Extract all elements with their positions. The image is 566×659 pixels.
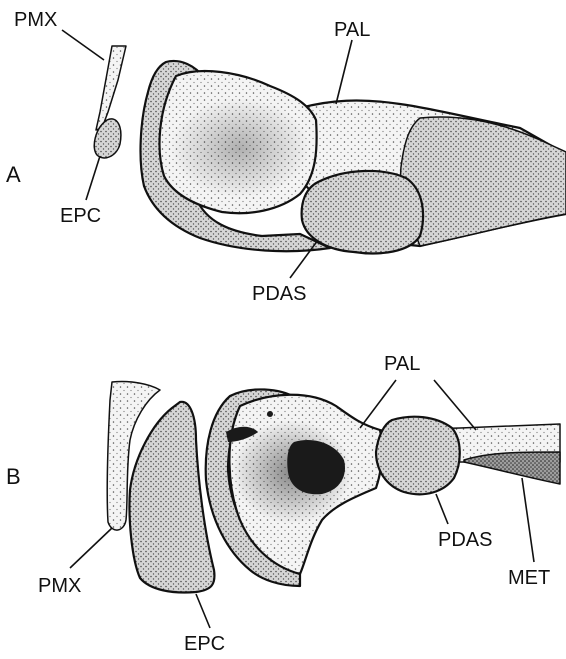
label-pmx-b: PMX — [38, 575, 81, 597]
leader-pdas-b — [436, 494, 448, 524]
label-pmx-a: PMX — [14, 9, 57, 31]
leader-pmx-b — [70, 528, 112, 568]
panel-a-letter: A — [6, 162, 21, 187]
panel-b-letter: B — [6, 464, 21, 489]
pdas-bone-b — [376, 417, 460, 495]
label-pdas-b: PDAS — [438, 529, 492, 551]
leader-met-b — [522, 478, 534, 562]
panel-a: A PMX PAL EPC PDAS — [6, 9, 566, 305]
pal-lateral-strip-a — [401, 117, 566, 246]
label-epc-a: EPC — [60, 205, 101, 227]
label-pal-b: PAL — [384, 353, 420, 375]
label-met-b: MET — [508, 567, 550, 589]
met-bone-b — [464, 452, 560, 484]
panel-b: B PAL PMX PDAS MET EPC — [6, 353, 560, 655]
label-pal-a: PAL — [334, 19, 370, 41]
pmx-bone-a — [96, 46, 126, 130]
label-pdas-a: PDAS — [252, 283, 306, 305]
pdas-bone-a — [302, 171, 423, 254]
epc-bone-b — [129, 402, 214, 593]
leader-pmx-a — [62, 30, 104, 60]
label-epc-b: EPC — [184, 633, 225, 655]
leader-epc-a — [86, 156, 100, 200]
leader-epc-b — [196, 594, 210, 628]
pal-body-shade-a — [170, 98, 310, 198]
leader-pal-a — [336, 40, 352, 104]
foramen-b — [267, 411, 273, 417]
